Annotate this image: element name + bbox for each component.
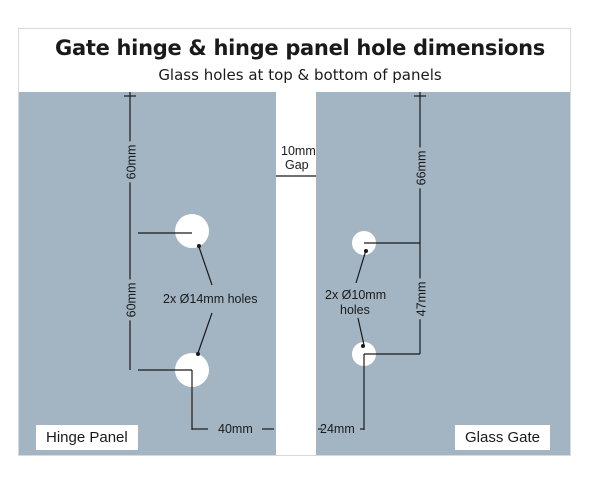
gate-edge-dimension-label: 24mm	[320, 422, 355, 436]
hinge-middle-dimension-label: 60mm	[124, 279, 139, 321]
gate-leader-bottom	[357, 317, 365, 346]
gap-label-line1: 10mm	[281, 144, 316, 158]
hinge-top-dimension-label: 60mm	[124, 141, 139, 183]
gate-top-dimension-label: 66mm	[414, 147, 429, 189]
diagram-title: Gate hinge & hinge panel hole dimensions	[55, 36, 545, 60]
gate-leader-dot-bottom	[361, 344, 365, 348]
gate-leader-dot-top	[364, 249, 368, 253]
hinge-leader-dot-bottom	[196, 352, 200, 356]
hinge-leader-top	[198, 246, 213, 286]
diagram-subtitle: Glass holes at top & bottom of panels	[158, 66, 442, 84]
hinge-holes-label: 2x Ø14mm holes	[163, 292, 258, 306]
hinge-leader-dot-top	[197, 244, 201, 248]
hinge-leader-bottom	[197, 312, 213, 354]
gate-middle-dimension-label: 47mm	[414, 278, 429, 320]
gap-label-line2: Gap	[285, 158, 309, 172]
gate-leader-top	[355, 249, 367, 284]
gate-holes-label-line1: 2x Ø10mm	[325, 288, 387, 302]
hinge-edge-dimension-label: 40mm	[218, 422, 253, 436]
glass-gate-panel	[316, 92, 570, 455]
hinge-panel-label: Hinge Panel	[36, 425, 138, 450]
gate-holes-label-line2: holes	[340, 303, 370, 317]
glass-gate-label: Glass Gate	[455, 425, 551, 450]
hinge-hole-top	[175, 214, 209, 248]
hinge-panel	[19, 92, 276, 455]
